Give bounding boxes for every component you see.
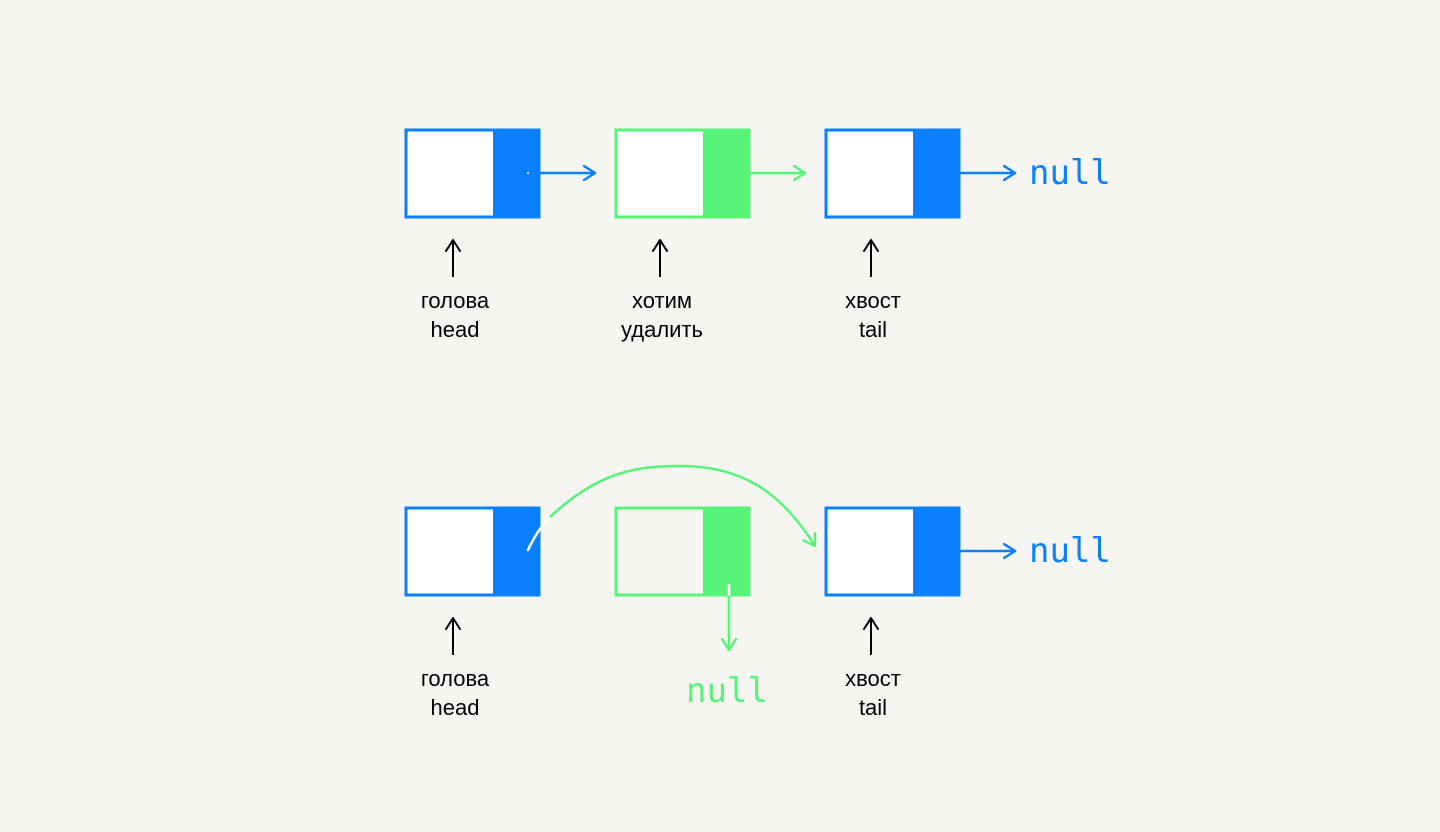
bottom-tail-label-ru: хвост [845, 666, 901, 691]
top-tail-label-ru: хвост [845, 288, 901, 313]
bottom-null-text: null [1029, 531, 1111, 571]
top-head-label-en: head [431, 317, 480, 342]
bottom-bypass-arrow-start [526, 515, 552, 552]
bottom-node-head [404, 506, 541, 597]
top-node-tail [824, 128, 961, 219]
bottom-head-label-en: head [431, 695, 480, 720]
top-null-text: null [1029, 153, 1111, 193]
bottom-node-head-pointer-cell [493, 508, 539, 595]
top-middle-label-line1: хотим [632, 288, 692, 313]
top-middle-label-line2: удалить [621, 317, 703, 342]
bottom-bypass-arrow [549, 464, 815, 546]
top-node-middle [614, 128, 751, 219]
top-head-label-ru: голова [421, 288, 490, 313]
top-head-arrow-origin [527, 172, 529, 174]
bottom-tail-label-en: tail [859, 695, 887, 720]
top-tail-label-en: tail [859, 317, 887, 342]
bottom-node-removed-pointer-cell [703, 508, 749, 595]
bottom-diagram: null null голова head хвост tail [404, 464, 1111, 720]
bottom-node-tail [824, 506, 961, 597]
bottom-removed-null-text: null [686, 671, 768, 711]
top-diagram: null голова head хотим удалить хвост tai… [404, 128, 1111, 342]
bottom-head-label-ru: голова [421, 666, 490, 691]
bottom-node-removed [614, 506, 751, 597]
top-node-head [404, 128, 541, 219]
